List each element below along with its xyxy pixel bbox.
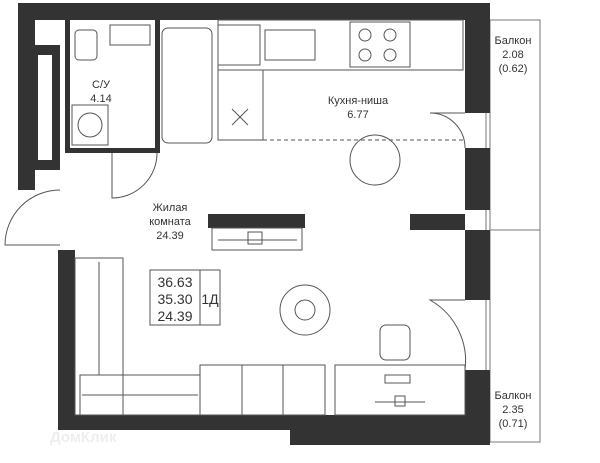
balcony-bottom-area: 2.35 — [502, 404, 523, 416]
fixtures — [4, 19, 467, 416]
bathroom-door-icon — [111, 152, 158, 199]
bathroom-name: С/У — [92, 79, 111, 91]
fridge-icon — [217, 69, 264, 141]
kitchen-area: 6.77 — [347, 109, 368, 121]
balcony-door-icon — [429, 112, 466, 149]
bathroom-area: 4.14 — [90, 93, 111, 105]
desk-icon — [334, 364, 466, 416]
balcony-top-area: 2.08 — [502, 49, 523, 61]
stove-icon — [349, 21, 411, 68]
ventilation-shaft — [30, 45, 60, 170]
rug-icon — [279, 284, 331, 336]
walls — [18, 3, 490, 445]
sofa-icon — [199, 364, 326, 416]
balcony-top-reduced: (0.62) — [499, 63, 528, 75]
summary-living-area: 24.39 — [157, 308, 192, 324]
balcony-door-icon-2 — [428, 299, 467, 371]
entrance-door-icon — [4, 189, 61, 246]
balcony-top-name: Балкон — [495, 35, 532, 47]
watermark: ДомКлик — [50, 429, 117, 446]
bathtub-icon — [161, 27, 213, 144]
summary-total-area: 36.63 — [157, 274, 192, 290]
radiator-icon — [217, 24, 261, 66]
tv-stand-icon — [211, 227, 303, 251]
chair-icon — [379, 324, 411, 361]
balcony-bottom-name: Балкон — [495, 390, 532, 402]
toilet-icon — [74, 29, 98, 61]
living-area: 24.39 — [156, 230, 184, 242]
balcony-bottom-reduced: (0.71) — [499, 418, 528, 430]
living-name-1: Жилая — [153, 202, 188, 214]
sink-icon — [109, 24, 151, 46]
kitchen-sink-icon — [264, 29, 316, 61]
living-name-2: комната — [149, 216, 191, 228]
balcony-outline — [485, 19, 541, 443]
summary-type: 1Д — [201, 291, 219, 307]
dining-table-icon — [349, 134, 401, 186]
washing-machine-icon — [71, 104, 109, 146]
kitchen-name: Кухня-ниша — [328, 95, 389, 107]
summary-living-total: 35.30 — [157, 291, 192, 307]
